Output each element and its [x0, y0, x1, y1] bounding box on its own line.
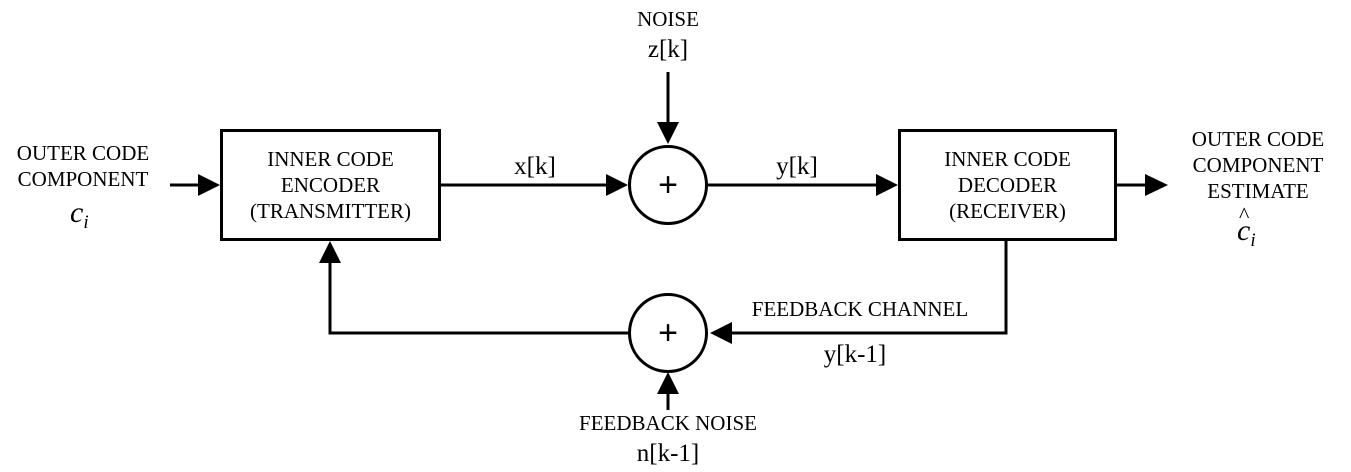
- feedback-noise-label: FEEDBACK NOISE: [579, 411, 757, 435]
- c-hat-subscript: i: [1250, 230, 1256, 251]
- outer-output-line2: COMPONENT: [1192, 153, 1324, 177]
- decoder-line3: (RECEIVER): [949, 199, 1066, 223]
- outer-input-label: OUTER CODE COMPONENT: [0, 140, 166, 192]
- inner-code-encoder-block: INNER CODE ENCODER (TRANSMITTER): [220, 129, 441, 241]
- outer-input-symbol: ci: [70, 198, 89, 238]
- feedback-channel-arrowhead: [710, 322, 732, 344]
- feedback-to-encoder-arrowhead: [319, 241, 341, 263]
- outer-output-label: OUTER CODE COMPONENT ESTIMATE: [1172, 126, 1344, 204]
- decoder-line1: INNER CODE: [944, 147, 1071, 171]
- outer-output-symbol: ^ci: [1237, 202, 1256, 256]
- plus-symbol: +: [658, 165, 678, 204]
- y-arrowhead: [876, 174, 898, 196]
- feedback-plus-symbol: +: [658, 313, 678, 352]
- y-signal-label: y[k]: [776, 153, 818, 180]
- c-subscript: i: [83, 212, 89, 233]
- decoder-line2: DECODER: [957, 173, 1058, 197]
- outer-output-line3: ESTIMATE: [1207, 179, 1309, 203]
- output-arrowhead: [1145, 174, 1168, 196]
- feedback-channel-line: [732, 240, 1008, 335]
- encoder-line1: INNER CODE: [267, 147, 394, 171]
- noise-arrowhead: [657, 122, 679, 144]
- outer-input-line2: COMPONENT: [17, 167, 149, 191]
- feedback-noise-signal-label: n[k-1]: [636, 440, 700, 467]
- c-symbol: c: [70, 196, 84, 229]
- feedback-channel-label: FEEDBACK CHANNEL: [751, 297, 969, 321]
- encoder-line2: ENCODER: [280, 173, 381, 197]
- x-signal-label: x[k]: [514, 153, 556, 180]
- noise-label: NOISE: [637, 7, 699, 31]
- summing-junction-channel: +: [628, 145, 708, 225]
- outer-output-line1: OUTER CODE: [1191, 127, 1325, 151]
- y-prev-signal-label: y[k-1]: [823, 341, 887, 368]
- noise-signal-label: z[k]: [647, 36, 689, 63]
- x-arrowhead: [606, 174, 628, 196]
- c-hat-symbol: c: [1237, 214, 1251, 247]
- input-arrowhead: [198, 174, 220, 196]
- outer-input-line1: OUTER CODE: [16, 141, 150, 165]
- feedback-noise-arrowhead: [657, 372, 679, 394]
- summing-junction-feedback: +: [628, 293, 708, 373]
- encoder-line3: (TRANSMITTER): [250, 199, 411, 223]
- hat-symbol: ^: [1239, 202, 1250, 227]
- inner-code-decoder-block: INNER CODE DECODER (RECEIVER): [898, 129, 1117, 241]
- feedback-to-encoder-line: [328, 263, 628, 335]
